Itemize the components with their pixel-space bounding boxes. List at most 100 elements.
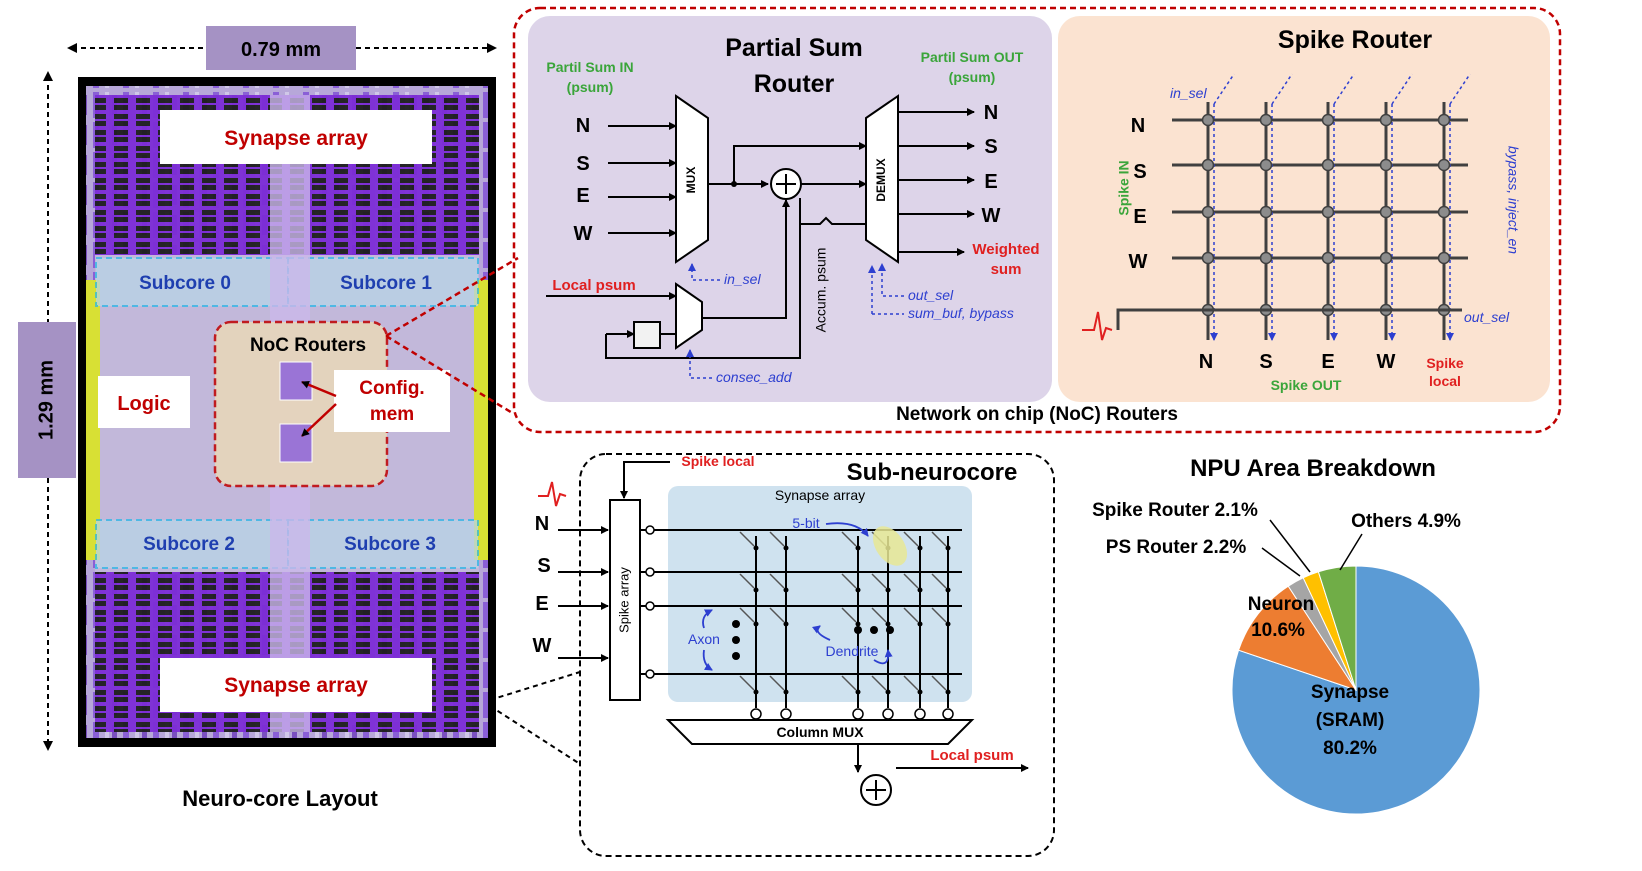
config-mem-label-1: Config. <box>359 378 424 399</box>
spike-router: Spike Router in_sel Spike IN N S E W N S… <box>1082 26 1521 393</box>
logic-label: Logic <box>117 393 170 415</box>
config-mem-label-2: mem <box>370 404 414 425</box>
subneurocore-spike-local: Spike local <box>681 453 754 469</box>
weighted-sum-label-2: sum <box>991 261 1022 278</box>
subneurocore-connector-top <box>489 671 581 701</box>
bitline-sense <box>882 708 894 720</box>
subneurocore-title: Sub-neurocore <box>847 459 1018 486</box>
spike-local-label-2: local <box>1429 373 1461 389</box>
synapse-node <box>885 689 891 695</box>
subcore-2-label: Subcore 2 <box>143 534 235 555</box>
synapse-node <box>855 621 861 627</box>
synapse-cell <box>931 675 947 691</box>
synapse-cell <box>739 675 755 691</box>
noc-routers-label: NoC Routers <box>250 335 366 356</box>
neuron-label-2: 10.6% <box>1251 620 1305 641</box>
subneurocore-local-psum: Local psum <box>930 747 1013 764</box>
column-mux <box>665 719 975 745</box>
sub-in-s: S <box>537 555 550 577</box>
psum-in-s: S <box>576 153 589 175</box>
others-pct-label: Others 4.9% <box>1351 511 1461 532</box>
spike-crosspoint <box>1437 113 1451 127</box>
spike-waveform-icon <box>1082 311 1113 341</box>
bitline-sense <box>750 708 762 720</box>
spike-crosspoint <box>1437 205 1451 219</box>
config-mem-arrow-1 <box>301 380 337 398</box>
spike-crosspoint <box>1201 205 1215 219</box>
synapse-cell <box>841 531 857 547</box>
synapse-node <box>945 587 951 593</box>
spike-row-n: N <box>1131 115 1145 137</box>
local-psum-label: Local psum <box>552 277 635 294</box>
neuron-label-1: Neuron <box>1248 594 1315 615</box>
noc-outline <box>512 6 1562 434</box>
synapse-cell <box>931 607 947 623</box>
psum-mux-label: MUX <box>684 167 698 194</box>
synapse-node <box>783 689 789 695</box>
spike-col-n: N <box>1199 351 1213 373</box>
neuro-core-layout: 0.79 mm 1.29 mm Synapse array Synapse ar… <box>18 26 497 811</box>
spike-col-w: W <box>1377 351 1396 373</box>
subcore-2-region <box>95 519 289 569</box>
spike-col-s: S <box>1259 351 1272 373</box>
synapse-cell <box>739 607 755 623</box>
noc-routers-region <box>213 320 389 488</box>
psum-router-title-1: Partial Sum <box>725 34 863 62</box>
synapse-cell <box>903 531 919 547</box>
synapse-node <box>945 689 951 695</box>
psum-register <box>633 321 661 349</box>
psum-out-e: E <box>984 171 997 193</box>
spike-in-sel-label: in_sel <box>1170 85 1207 101</box>
router-block-1 <box>279 361 313 401</box>
accum-psum-label: Accum. psum <box>813 248 829 333</box>
psum-router-title-2: Router <box>754 70 835 98</box>
spike-crosspoint <box>1321 205 1335 219</box>
synapse-node <box>885 587 891 593</box>
synapse-cell <box>903 607 919 623</box>
psum-in-label-2: (psum) <box>567 79 614 95</box>
spike-array-box <box>609 499 641 701</box>
spike-crosspoint <box>1259 113 1273 127</box>
subcore-0-region <box>95 257 289 307</box>
synapse-array-top-box <box>160 110 432 164</box>
pie-slice-others <box>1317 565 1357 691</box>
synapse-cell <box>871 675 887 691</box>
spike-local-label-1: Spike <box>1426 355 1464 371</box>
config-mem-box <box>334 370 450 432</box>
psum-in-n: N <box>576 115 590 137</box>
spike-crosspoint <box>1437 251 1451 265</box>
synapse-cell <box>841 573 857 589</box>
subneurocore-outline <box>579 453 1055 857</box>
bitline-sense <box>780 708 792 720</box>
spike-diag-select <box>1213 73 1235 105</box>
spike-crosspoint <box>1379 205 1393 219</box>
spike-crosspoint <box>1201 158 1215 172</box>
spike-router-pct-label: Spike Router 2.1% <box>1092 500 1258 521</box>
spike-out-sel-label: out_sel <box>1464 309 1510 325</box>
synapse-array-top-label: Synapse array <box>224 127 368 150</box>
spike-diag-select <box>1271 73 1293 105</box>
spike-crosspoint <box>1379 251 1393 265</box>
synapse-node <box>917 545 923 551</box>
spike-crosspoint <box>1379 113 1393 127</box>
synapse-node <box>885 621 891 627</box>
spike-row-e: E <box>1133 206 1146 228</box>
noc-connector-bottom <box>385 334 515 416</box>
spike-diag-select <box>1333 73 1355 105</box>
subneurocore-synapse-bg <box>668 486 972 702</box>
synapse-cell <box>769 607 785 623</box>
subneurocore-panel: Sub-neurocore Spike local Synapse array … <box>533 453 1055 857</box>
synapse-crossbar <box>640 525 962 720</box>
synapse-array-bottom-label: Synapse array <box>224 674 368 697</box>
pie-slice-neuron <box>1237 585 1358 691</box>
spike-row-w: W <box>1129 251 1148 273</box>
synapse-cell <box>739 531 755 547</box>
spike-out-label: Spike OUT <box>1271 377 1342 393</box>
synapse-cell <box>903 573 919 589</box>
spike-in-label: Spike IN <box>1116 160 1132 215</box>
spike-col-e: E <box>1321 351 1334 373</box>
bitline-sense <box>852 708 864 720</box>
subneurocore-spike-icon <box>538 481 567 507</box>
logic-box <box>98 376 190 428</box>
